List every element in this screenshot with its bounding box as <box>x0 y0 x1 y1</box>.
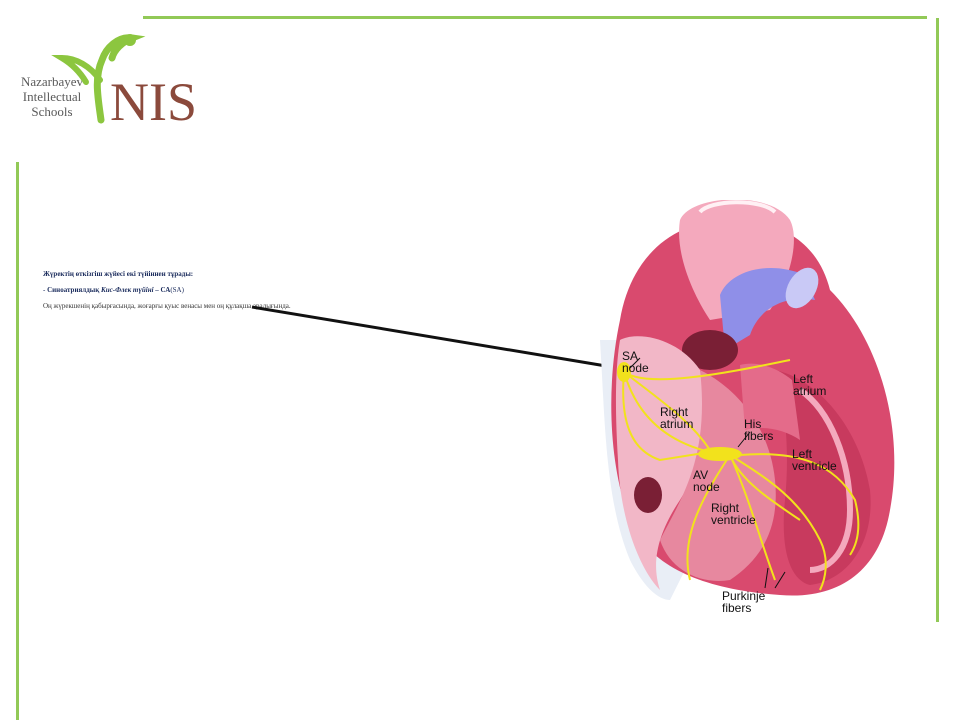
nis-mark: NIS <box>110 72 197 128</box>
left-atrium-label: Left atrium <box>793 372 827 398</box>
item-paren: (SA) <box>170 286 184 294</box>
item-bold: Синоатриялдық <box>47 286 101 294</box>
item-prefix: - <box>43 286 48 294</box>
av-node-label: AV node <box>693 468 720 494</box>
logo-line-3: Schools <box>31 104 73 119</box>
sa-node-description: Оң жүрекшенің қабырғасында, жоғарғы қуыс… <box>43 302 291 310</box>
purkinje-fibers-label: Purkinje fibers <box>722 589 766 615</box>
left-frame-line <box>16 162 19 720</box>
sa-node-item: - Синоатриялдық Кис-Флек түйіні – СА(SA) <box>43 286 343 294</box>
nis-logo: Nazarbayev Intellectual Schools NIS <box>6 28 216 128</box>
right-frame-line <box>936 18 939 622</box>
top-frame-line <box>143 16 927 19</box>
sa-node-label: SA node <box>622 349 649 375</box>
item-eq: – СА <box>153 286 171 294</box>
slide-text-block: Жүректің өткізгіш жүйесі екі түйіннен тұ… <box>43 270 343 318</box>
heart-illustration <box>600 199 895 600</box>
sprout-icon: NIS <box>51 34 197 128</box>
item-italic: Кис-Флек түйіні <box>101 286 154 294</box>
his-fibers-label: His fibers <box>744 417 774 443</box>
left-ventricle-label: Left ventricle <box>792 447 837 473</box>
right-atrium-label: Right atrium <box>660 405 694 431</box>
right-ventricle-label: Right ventricle <box>711 501 756 527</box>
logo-line-1: Nazarbayev <box>20 74 84 89</box>
heart-conduction-diagram: SA node Left atrium Right atrium His fib… <box>560 199 920 630</box>
slide-heading: Жүректің өткізгіш жүйесі екі түйіннен тұ… <box>43 270 194 278</box>
logo-line-2: Intellectual <box>22 89 82 104</box>
